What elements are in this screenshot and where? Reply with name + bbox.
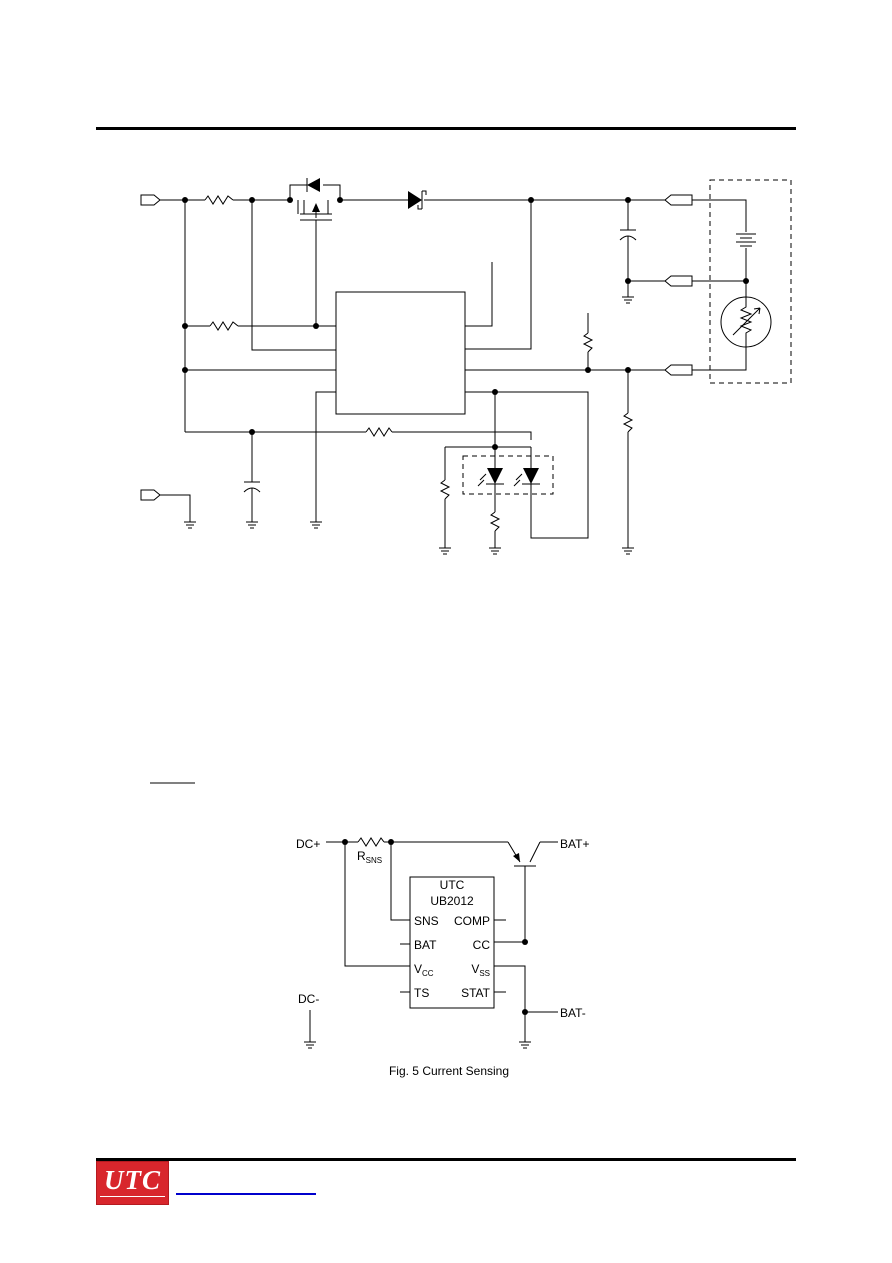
junction-dots bbox=[182, 197, 749, 450]
pin-vss: VSS bbox=[471, 962, 490, 978]
dc-ground-connector bbox=[140, 489, 161, 501]
charger-ic bbox=[335, 291, 466, 415]
header-rule bbox=[96, 127, 796, 130]
current-sensing-schematic: DC+ RSNS BAT+ UTC UB2012 SNS COMP BAT CC… bbox=[296, 837, 589, 1078]
dc-minus-label: DC- bbox=[298, 992, 319, 1006]
pin-comp: COMP bbox=[454, 914, 490, 928]
pin-vcc: VCC bbox=[414, 962, 434, 978]
pin-sns: SNS bbox=[414, 914, 439, 928]
resistor bbox=[204, 195, 234, 205]
pin-bat: BAT bbox=[414, 938, 437, 952]
figure-caption: Fig. 5 Current Sensing bbox=[389, 1064, 509, 1078]
chip-title: UTC bbox=[440, 878, 465, 892]
battery-cell-icon bbox=[736, 233, 756, 247]
led-indicator-box bbox=[462, 455, 554, 495]
bat-minus-label: BAT- bbox=[560, 1006, 586, 1020]
pnp-transistor-icon bbox=[494, 841, 558, 943]
junction-dots-fig5 bbox=[342, 839, 528, 1015]
chip-part-number: UB2012 bbox=[430, 894, 474, 908]
website-link[interactable] bbox=[176, 1193, 316, 1195]
footer-rule bbox=[96, 1158, 796, 1161]
ground-icons-fig5 bbox=[304, 1041, 531, 1049]
ub2012-chip bbox=[409, 876, 495, 1009]
schottky-diode bbox=[408, 190, 427, 210]
pin-ts: TS bbox=[414, 986, 429, 1000]
application-circuit-schematic bbox=[140, 178, 792, 555]
dc-input-connector bbox=[140, 194, 161, 206]
pmos-transistor bbox=[289, 178, 341, 325]
led-green-icon bbox=[513, 447, 540, 487]
ground-icons bbox=[184, 521, 501, 555]
bat-plus-label: BAT+ bbox=[560, 837, 589, 851]
dc-plus-label: DC+ bbox=[296, 837, 320, 851]
pin-stat: STAT bbox=[461, 986, 491, 1000]
led-red-icon bbox=[477, 460, 504, 487]
rsns-label: RSNS bbox=[357, 849, 382, 865]
utc-logo: UTC bbox=[96, 1161, 169, 1205]
pin-cc: CC bbox=[473, 938, 491, 952]
battery-pack-boundary bbox=[709, 179, 792, 384]
